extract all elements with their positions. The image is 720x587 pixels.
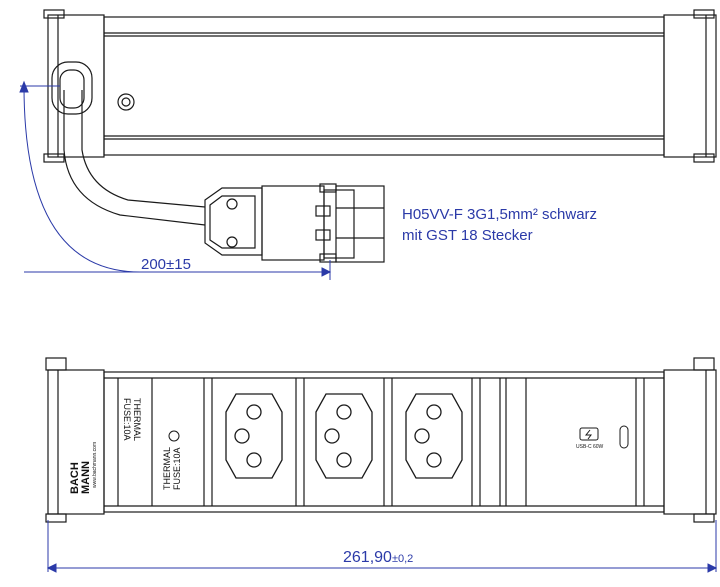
- fuse-button-icon: [168, 430, 180, 442]
- cable-spec-label: H05VV-F 3G1,5mm² schwarz mit GST 18 Stec…: [402, 204, 597, 246]
- cable-dimension-lines: [19, 80, 332, 280]
- socket-2-icon: [315, 393, 373, 479]
- total-length-tolerance: ±0,2: [391, 553, 414, 565]
- cable-spec-line2: mit GST 18 Stecker: [402, 227, 533, 244]
- total-dimension-lines: [46, 520, 718, 573]
- top-view-housing: [43, 9, 717, 163]
- cable-gland: [51, 61, 93, 115]
- brand-url: www.bachmann.com: [92, 441, 98, 488]
- fuse-text: FUSE:10A: [122, 398, 132, 441]
- thermal-text: THERMAL: [132, 398, 142, 442]
- gst18-connector: [204, 183, 385, 263]
- cable-spec-line1: H05VV-F 3G1,5mm² schwarz: [402, 206, 598, 223]
- thermal-fuse-label-top: THERMAL FUSE:10A: [122, 398, 142, 441]
- fuse-text: FUSE:10A: [172, 447, 182, 490]
- socket-1-icon: [225, 393, 283, 479]
- front-view-housing: [45, 357, 717, 523]
- cable: [63, 90, 206, 226]
- total-length-value: 261,90: [343, 549, 392, 566]
- brand-line2: MANN: [80, 461, 92, 494]
- cable-length-dimension: 200±15: [141, 256, 191, 273]
- thermal-fuse-label-bottom: THERMAL FUSE:10A: [162, 447, 182, 490]
- bachmann-logo: BACH MANN: [69, 461, 92, 494]
- total-length-dimension: 261,90±0,2: [343, 549, 413, 567]
- usb-c-port-icon: [579, 425, 629, 449]
- usb-module-label: USB-C 60W: [576, 444, 604, 450]
- socket-3-icon: [405, 393, 463, 479]
- thermal-text: THERMAL: [162, 446, 172, 490]
